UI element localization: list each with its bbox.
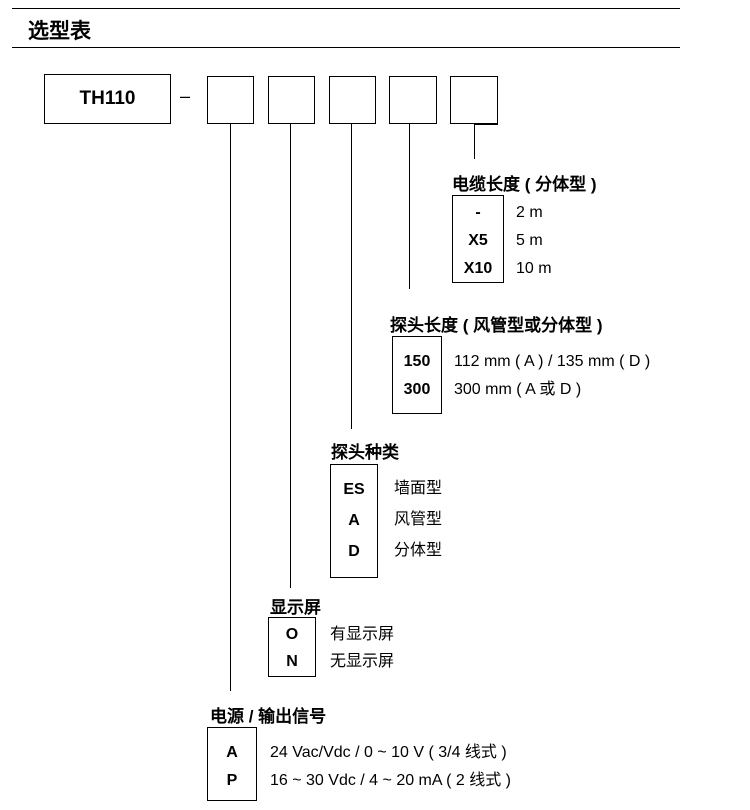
slot-power-output — [207, 76, 254, 124]
display-code-box: O N — [268, 617, 316, 677]
probe-length-code: 150 — [403, 353, 431, 370]
probe-length-heading: 探头长度 ( 风管型或分体型 ) — [390, 316, 603, 335]
power-output-desc: 24 Vac/Vdc / 0 ~ 10 V ( 3/4 线式 ) — [270, 744, 507, 761]
model-name: TH110 — [79, 88, 136, 109]
power-output-code: P — [226, 772, 238, 789]
cable-length-desc: 2 m — [516, 204, 543, 221]
title-underline — [12, 47, 680, 48]
power-output-code-box: A P — [207, 727, 257, 801]
slot-cable-length — [450, 76, 498, 124]
page-title: 选型表 — [28, 20, 91, 43]
probe-length-code-box: 150 300 — [392, 336, 442, 414]
connector-power-output — [230, 124, 231, 691]
power-output-code: A — [226, 744, 238, 761]
probe-type-code: ES — [343, 481, 365, 498]
slot-probe-type — [329, 76, 376, 124]
cable-length-code: X5 — [468, 232, 488, 249]
power-output-heading: 电源 / 输出信号 — [210, 707, 327, 726]
probe-length-code: 300 — [403, 381, 431, 398]
cable-length-code: - — [475, 204, 481, 221]
probe-length-desc: 300 mm ( A 或 D ) — [454, 381, 582, 398]
display-desc: 无显示屏 — [330, 653, 395, 670]
power-output-desc: 16 ~ 30 Vdc / 4 ~ 20 mA ( 2 线式 ) — [270, 772, 512, 789]
cable-length-code: X10 — [463, 260, 493, 277]
display-desc: 有显示屏 — [330, 626, 395, 643]
slot-probe-length — [389, 76, 437, 124]
connector-probe-length — [409, 124, 410, 289]
connector-display — [290, 124, 291, 588]
cable-length-desc: 10 m — [516, 260, 552, 277]
connector-cable-length-h — [474, 124, 498, 125]
probe-type-heading: 探头种类 — [331, 443, 399, 462]
cable-length-heading: 电缆长度 ( 分体型 ) — [452, 175, 597, 194]
display-code: O — [285, 626, 299, 643]
model-box: TH110 — [44, 74, 171, 124]
model-dash: – — [180, 86, 191, 106]
probe-type-desc: 分体型 — [394, 542, 443, 559]
probe-length-desc: 112 mm ( A ) / 135 mm ( D ) — [454, 353, 651, 370]
probe-type-desc: 风管型 — [394, 511, 443, 528]
connector-probe-type — [351, 124, 352, 429]
slot-display — [268, 76, 315, 124]
top-rule — [12, 8, 680, 9]
display-heading: 显示屏 — [270, 598, 321, 617]
cable-length-desc: 5 m — [516, 232, 543, 249]
display-code: N — [286, 653, 298, 670]
connector-cable-length — [474, 124, 475, 159]
probe-type-desc: 墙面型 — [394, 480, 443, 497]
probe-type-code: A — [348, 512, 360, 529]
probe-type-code-box: ES A D — [330, 464, 378, 578]
probe-type-code: D — [348, 543, 360, 560]
cable-length-code-box: - X5 X10 — [452, 195, 504, 283]
